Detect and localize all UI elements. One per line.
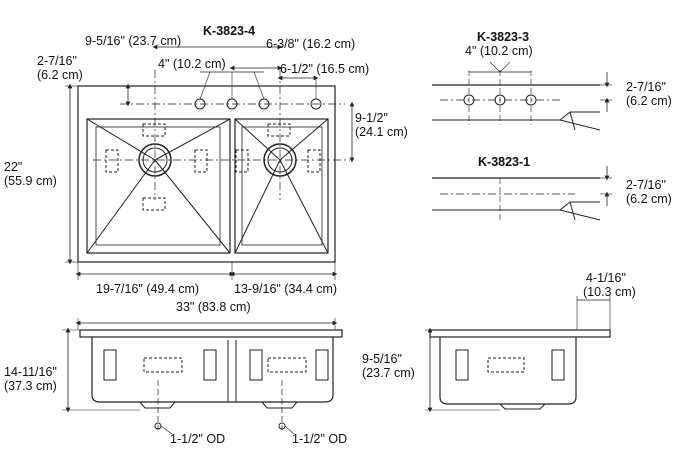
dim-9-1-2-in: 9-1/2" (355, 111, 388, 125)
dim-4-1-16-in: 4-1/16" (586, 271, 626, 285)
dim-od-right: 1-1/2" OD (292, 432, 348, 446)
dim-4-1-16-cm: (10.3 cm) (583, 285, 636, 299)
dim-2-7-16-k3-cm: (6.2 cm) (626, 94, 672, 108)
dim-9-5-16-side-in: 9-5/16" (362, 352, 402, 366)
k3823-3-detail (432, 61, 612, 131)
k3823-1-detail (432, 166, 612, 222)
dim-33: 33" (83.8 cm) (176, 300, 251, 314)
dim-19-7-16: 19-7/16" (49.4 cm) (96, 282, 200, 296)
sink-outline (77, 85, 336, 263)
dim-9-5-16-side-cm: (23.7 cm) (362, 366, 415, 380)
top-view-k3823-4 (65, 44, 355, 280)
dim-4-main: 4" (10.2 cm) (158, 57, 226, 71)
dim-2-7-16-k1-cm: (6.2 cm) (626, 192, 672, 206)
faucet-hole (525, 94, 537, 106)
model-label-k3823-4: K-3823-4 (203, 24, 256, 38)
side-view (425, 296, 611, 413)
dim-od-left: 1-1/2" OD (170, 432, 226, 446)
left-drain (138, 143, 172, 177)
dim-9-5-16-top: 9-5/16" (23.7 cm) (85, 34, 182, 48)
faucet-hole (463, 94, 475, 106)
dim-14-11-16-in: 14-11/16" (4, 365, 57, 379)
model-label-k3823-3: K-3823-3 (477, 30, 530, 44)
dim-4-k3: 4" (10.2 cm) (465, 44, 533, 58)
dim-2-7-16-main-in: 2-7/16" (37, 54, 77, 68)
left-basin (86, 118, 231, 254)
dim-2-7-16-main-cm: (6.2 cm) (37, 68, 83, 82)
dim-2-7-16-k3-in: 2-7/16" (626, 80, 666, 94)
dim-22-cm: (55.9 cm) (4, 174, 57, 188)
front-rim (79, 329, 343, 338)
right-basin (234, 118, 329, 254)
dim-2-7-16-k1-in: 2-7/16" (626, 178, 666, 192)
dim-6-1-2: 6-1/2" (16.5 cm) (280, 62, 370, 76)
model-label-k3823-1: K-3823-1 (478, 155, 531, 169)
dim-22-in: 22" (4, 160, 23, 174)
faucet-hole (494, 94, 506, 106)
dim-6-3-8: 6-3/8" (16.2 cm) (266, 37, 356, 51)
dim-14-11-16-cm: (37.3 cm) (4, 379, 57, 393)
front-view (62, 318, 343, 435)
dim-9-1-2-cm: (24.1 cm) (355, 125, 408, 139)
dim-13-9-16: 13-9/16" (34.4 cm) (234, 282, 338, 296)
